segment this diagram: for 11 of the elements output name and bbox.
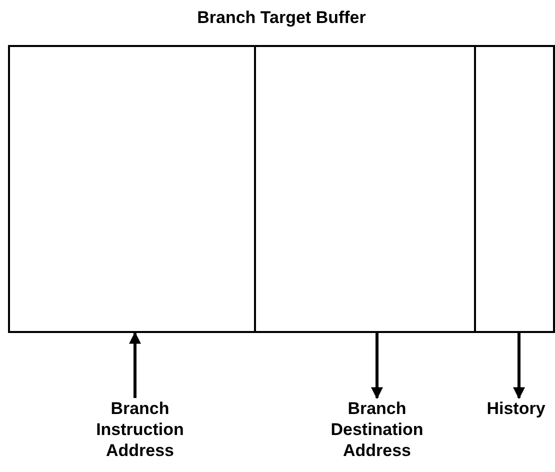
buffer-column — [474, 45, 555, 333]
field-label: History — [478, 398, 554, 420]
arrow — [129, 332, 141, 398]
arrow — [513, 333, 525, 400]
field-label: Branch Destination Address — [317, 398, 437, 464]
buffer-column — [8, 45, 256, 333]
buffer-title: Branch Target Buffer — [196, 8, 367, 28]
arrow — [371, 333, 383, 400]
field-label: Branch Instruction Address — [80, 398, 200, 464]
buffer-table — [8, 8, 555, 333]
buffer-column — [254, 45, 476, 333]
